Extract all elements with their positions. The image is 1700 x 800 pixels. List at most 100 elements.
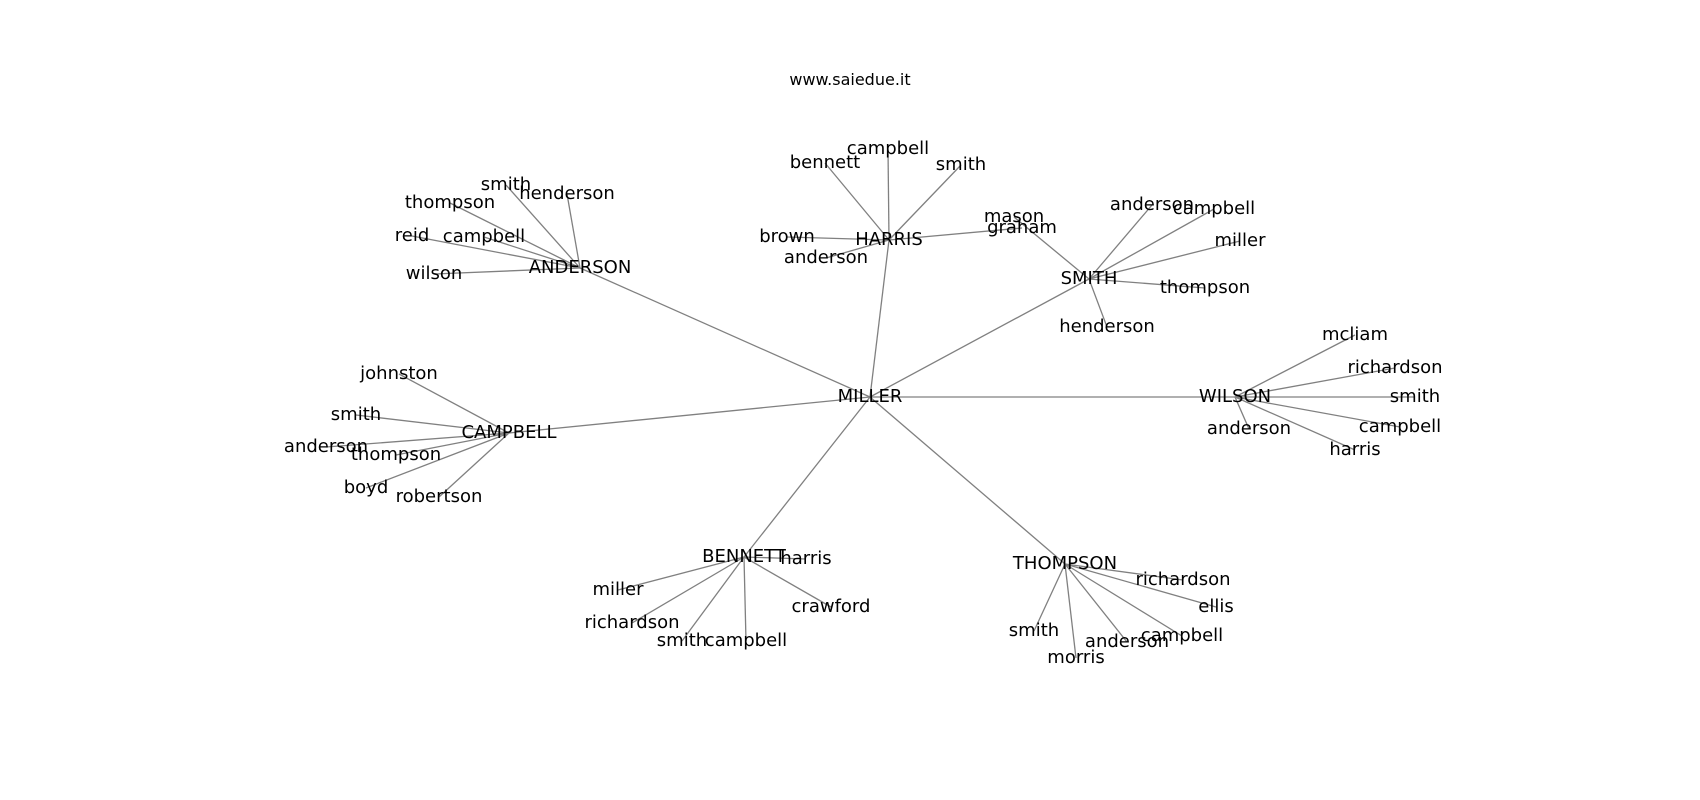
node-label-henderson: henderson — [1059, 316, 1155, 337]
node-label-thompson: thompson — [1160, 277, 1250, 298]
edge-campbell-smith — [355, 414, 510, 434]
edge-campbell-anderson — [325, 432, 510, 448]
node-label-reid: reid — [395, 225, 430, 246]
edge-campbell-robertson — [438, 432, 510, 498]
edge-smith-thompson — [1088, 278, 1206, 289]
edge-thompson-campbell — [1064, 563, 1183, 637]
node-label-smith: smith — [481, 174, 531, 195]
edge-harris-campbell — [887, 148, 890, 241]
node-label-anderson: anderson — [1207, 418, 1291, 439]
node-label-miller: miller — [592, 579, 644, 600]
node-label-richardson: richardson — [1135, 569, 1230, 590]
edge-anderson-wilson — [433, 267, 581, 275]
edge-campbell-boyd — [365, 432, 510, 489]
edge-bennett-miller — [617, 556, 745, 591]
node-label-richardson: richardson — [1347, 357, 1442, 378]
node-label-robertson: robertson — [396, 486, 483, 507]
edge-anderson-smith — [505, 184, 581, 269]
edge-miller-anderson — [579, 267, 871, 398]
node-label-thompson: thompson — [405, 192, 495, 213]
node-label-thompson: THOMPSON — [1012, 553, 1117, 574]
edge-bennett-campbell — [743, 556, 747, 642]
edge-smith-anderson — [1088, 204, 1153, 280]
node-label-campbell: campbell — [1141, 625, 1223, 646]
edge-thompson-richardson — [1064, 563, 1184, 581]
node-label-bennett: bennett — [790, 152, 861, 173]
edge-wilson-anderson — [1234, 396, 1250, 430]
edges-layer — [325, 148, 1415, 659]
node-label-brown: brown — [759, 226, 815, 247]
node-label-campbell: campbell — [1359, 416, 1441, 437]
node-label-campbell: CAMPBELL — [461, 422, 556, 443]
node-label-miller: miller — [1214, 230, 1266, 251]
edge-smith-miller — [1088, 240, 1241, 280]
edge-wilson-mcliam — [1234, 334, 1356, 398]
edge-wilson-harris — [1234, 396, 1356, 451]
edge-harris-anderson — [825, 239, 890, 259]
node-label-smith: smith — [1009, 620, 1059, 641]
edge-miller-bennett — [743, 396, 871, 558]
node-label-campbell: campbell — [847, 138, 929, 159]
edge-bennett-crawford — [743, 556, 832, 608]
edge-bennett-harris — [743, 556, 807, 560]
node-label-wilson: WILSON — [1199, 386, 1271, 407]
edge-smith-campbell — [1088, 208, 1215, 280]
node-label-smith: smith — [1390, 386, 1440, 407]
node-label-johnston: johnston — [359, 363, 438, 384]
watermark-text: www.saiedue.it — [789, 70, 911, 89]
edge-wilson-campbell — [1234, 396, 1401, 428]
node-label-anderson: ANDERSON — [529, 257, 632, 278]
node-label-harris: harris — [1329, 439, 1380, 460]
edge-anderson-henderson — [566, 193, 581, 269]
node-label-anderson: anderson — [1110, 194, 1194, 215]
node-label-thompson: thompson — [351, 444, 441, 465]
edge-campbell-johnston — [398, 373, 510, 434]
node-label-campbell: campbell — [705, 630, 787, 651]
edge-miller-smith — [869, 278, 1090, 398]
edge-thompson-morris — [1064, 563, 1077, 659]
edge-harris-brown — [786, 236, 890, 241]
node-label-smith: smith — [331, 404, 381, 425]
node-label-harris: HARRIS — [855, 229, 923, 250]
edge-anderson-thompson — [449, 202, 581, 269]
node-label-smith: SMITH — [1061, 268, 1118, 289]
nodes-layer: MILLER ANDERSON HARRIS SMITH WILSON CAMPBELL B… — [284, 138, 1443, 668]
edge-miller-harris — [869, 239, 890, 398]
node-label-anderson: anderson — [1085, 631, 1169, 652]
node-label-wilson: wilson — [406, 263, 463, 284]
edge-campbell-thompson — [395, 432, 510, 456]
node-label-boyd: boyd — [344, 477, 389, 498]
edge-smith-henderson — [1088, 278, 1108, 328]
node-label-ellis: ellis — [1198, 596, 1233, 617]
node-label-smith: smith — [936, 154, 986, 175]
edge-miller-campbell — [508, 396, 871, 434]
edge-harris-graham — [888, 227, 1023, 241]
edge-anderson-reid — [411, 235, 581, 269]
node-label-mcliam: mcliam — [1322, 324, 1388, 345]
node-label-graham: graham — [987, 217, 1057, 238]
edge-thompson-anderson — [1064, 563, 1128, 643]
edge-smith-mason — [1013, 216, 1090, 280]
node-label-campbell: campbell — [443, 226, 525, 247]
node-label-miller: MILLER — [838, 386, 903, 407]
node-label-harris: harris — [780, 548, 831, 569]
node-label-bennett: BENNETT — [702, 546, 787, 567]
edge-harris-bennett — [824, 162, 890, 241]
node-label-morris: morris — [1047, 647, 1104, 668]
node-label-mason: mason — [984, 206, 1044, 227]
edge-miller-thompson — [869, 396, 1066, 565]
edge-wilson-richardson — [1234, 367, 1396, 398]
edge-harris-smith — [888, 164, 962, 241]
node-label-richardson: richardson — [584, 612, 679, 633]
node-label-anderson: anderson — [784, 247, 868, 268]
node-label-smith: smith — [657, 630, 707, 651]
edge-thompson-ellis — [1064, 563, 1217, 608]
edge-bennett-smith — [681, 556, 745, 642]
edge-anderson-campbell — [483, 236, 581, 269]
edge-thompson-smith — [1033, 563, 1066, 632]
node-label-anderson: anderson — [284, 436, 368, 457]
node-label-campbell: campbell — [1173, 198, 1255, 219]
edge-bennett-richardson — [631, 556, 745, 624]
